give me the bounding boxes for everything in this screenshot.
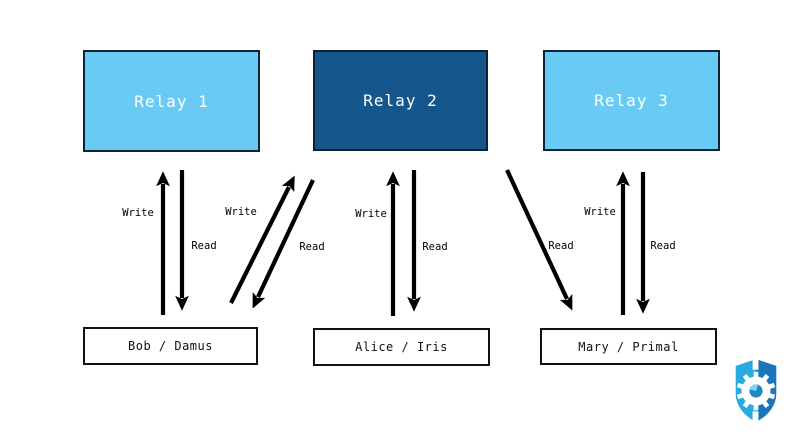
edge-label-write-alice-relay2: Write [355, 208, 387, 220]
edge-label-write-bob-relay2: Write [225, 206, 257, 218]
edge-label-write-mary-relay3: Write [584, 206, 616, 218]
relay-3-label: Relay 3 [594, 91, 669, 110]
bob-write-relay2-arrow [229, 175, 295, 304]
relay-2-label: Relay 2 [363, 91, 438, 110]
edge-label-read-bob-relay1: Read [191, 240, 217, 252]
edge-label-read-mary-relay3: Read [650, 240, 676, 252]
bob-read-relay2-arrow [252, 179, 315, 309]
mary-read-relay2-arrow [505, 169, 573, 311]
client-alice-iris-box: Alice / Iris [313, 328, 490, 366]
relay-3-box: Relay 3 [543, 50, 720, 151]
client-bob-damus-label: Bob / Damus [128, 339, 213, 353]
relay-2-box: Relay 2 [313, 50, 488, 151]
edge-label-read-bob-relay2: Read [299, 241, 325, 253]
edge-label-read-alice-relay2: Read [422, 241, 448, 253]
relay-1-label: Relay 1 [134, 91, 209, 111]
edge-label-read-mary-relay2: Read [548, 240, 574, 252]
client-alice-iris-label: Alice / Iris [355, 340, 448, 354]
edge-label-write-bob-relay1: Write [122, 207, 154, 219]
relay-1-box: Relay 1 [83, 50, 260, 152]
shield-gear-logo-icon [735, 357, 777, 425]
client-bob-damus-box: Bob / Damus [83, 327, 258, 365]
client-mary-primal-box: Mary / Primal [540, 328, 717, 365]
client-mary-primal-label: Mary / Primal [578, 339, 679, 354]
